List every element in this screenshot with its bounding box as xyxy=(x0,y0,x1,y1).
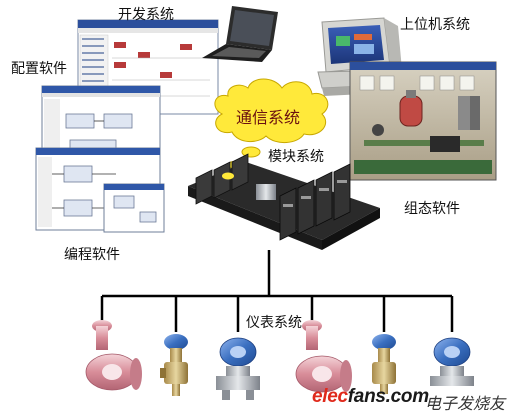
field-bus xyxy=(100,250,454,332)
label-host-system: 上位机系统 xyxy=(400,17,470,33)
label-module-system: 模块系统 xyxy=(268,149,324,165)
label-programming-software: 编程软件 xyxy=(64,247,120,263)
watermark-brand-dark: fans.com xyxy=(347,386,429,407)
programming-software-window-2 xyxy=(103,183,165,233)
flowmeter-icon xyxy=(85,320,142,391)
watermark-brand-red: elec xyxy=(312,386,348,407)
io-module-rack xyxy=(188,153,380,250)
flowmeter-icon-2 xyxy=(295,320,352,393)
label-config-software: 配置软件 xyxy=(11,61,67,77)
label-dev-system: 开发系统 xyxy=(118,7,174,23)
scada-software-screen xyxy=(349,61,497,181)
watermark-brand: elecfans.com xyxy=(312,386,429,408)
laptop-icon xyxy=(202,6,278,62)
watermark-chinese: 电子发烧友 xyxy=(425,394,506,413)
differential-transmitter-icon-2 xyxy=(430,337,474,386)
communication-cloud xyxy=(214,78,329,169)
differential-transmitter-icon xyxy=(216,337,260,400)
label-scada-software: 组态软件 xyxy=(404,201,460,217)
pressure-transmitter-icon xyxy=(160,334,188,396)
pressure-transmitter-icon-2 xyxy=(372,334,396,394)
label-comm-system: 通信系统 xyxy=(236,108,301,127)
label-instrument-system: 仪表系统 xyxy=(246,315,302,331)
